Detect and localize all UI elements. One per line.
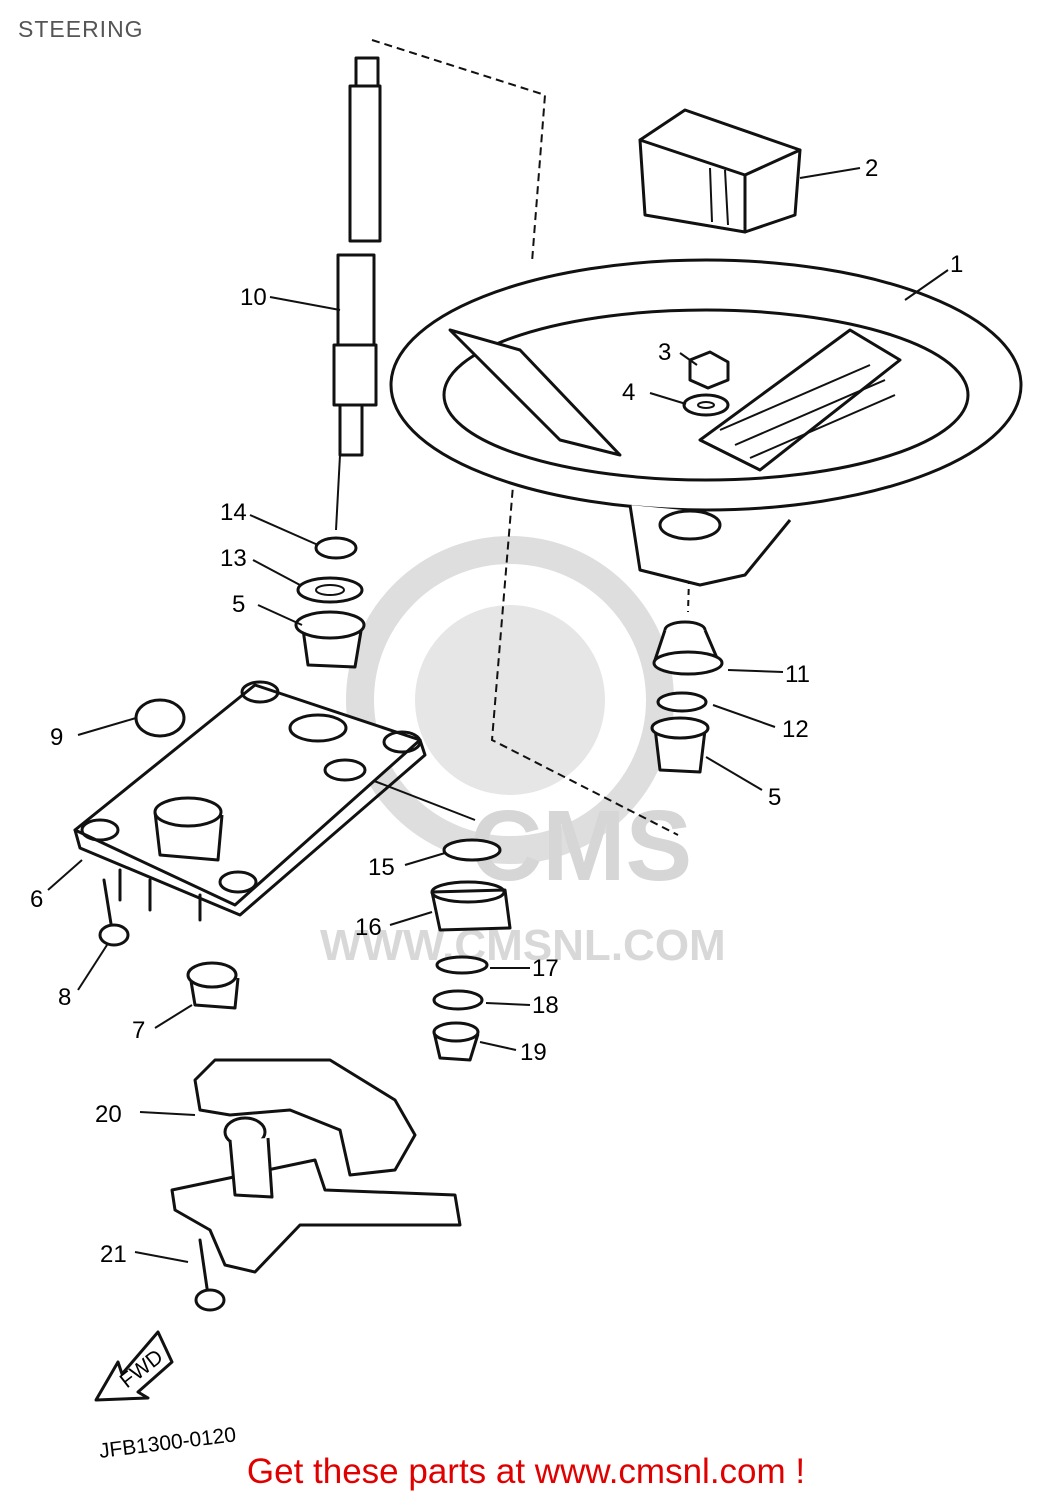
callout-11: 11 — [785, 661, 810, 688]
callout-18: 18 — [532, 992, 559, 1019]
callout-8: 8 — [58, 984, 71, 1011]
callout-15: 15 — [368, 854, 395, 881]
gear-stack-parts — [430, 838, 512, 1062]
alignment-line-shaft — [335, 454, 341, 531]
callout-numbers: 1 2 3 4 5 5 6 7 8 9 10 11 12 13 14 15 16… — [30, 155, 963, 1268]
bolt-part-8 — [98, 878, 130, 947]
page-title: STEERING — [18, 16, 144, 42]
mounting-plate-part — [73, 680, 427, 922]
callout-4: 4 — [622, 379, 635, 406]
watermark-url: WWW.CMSNL.COM — [320, 921, 726, 970]
callout-5-left: 5 — [232, 591, 245, 618]
sector-gear-part — [170, 1058, 462, 1274]
alignment-line-bottom — [490, 424, 679, 836]
watermark: CMS WWW.CMSNL.COM — [320, 536, 726, 970]
leader-lines — [47, 167, 949, 1263]
callout-3: 3 — [658, 339, 671, 366]
callout-20: 20 — [95, 1101, 122, 1128]
watermark-logo: CMS — [470, 790, 692, 902]
callout-2: 2 — [865, 155, 878, 182]
bolt-part-21 — [194, 1238, 226, 1312]
callout-7: 7 — [132, 1017, 145, 1044]
callout-19: 19 — [520, 1039, 547, 1066]
nut-washer-parts — [682, 350, 730, 417]
callout-21: 21 — [100, 1241, 127, 1268]
fwd-arrow-icon: FWD — [94, 1330, 174, 1402]
parts-cta-link[interactable]: Get these parts at www.cmsnl.com ! — [246, 1452, 806, 1491]
callout-10: 10 — [240, 284, 267, 311]
callout-16: 16 — [355, 914, 382, 941]
bushing-part-7 — [186, 961, 240, 1010]
steering-wheel-part — [389, 258, 1023, 587]
steering-shaft-part — [332, 56, 382, 457]
callout-5-right: 5 — [768, 784, 781, 811]
callout-1: 1 — [950, 251, 963, 278]
cap-part — [134, 698, 186, 738]
callout-6: 6 — [30, 886, 43, 913]
callout-12: 12 — [782, 716, 809, 743]
callout-14: 14 — [220, 499, 247, 526]
alignment-line-top — [371, 39, 547, 263]
callout-13: 13 — [220, 545, 247, 572]
callout-9: 9 — [50, 724, 63, 751]
callout-17: 17 — [532, 955, 559, 982]
bushing-stack-right — [650, 620, 724, 774]
bushing-stack-left — [294, 536, 366, 669]
cover-part — [638, 108, 802, 234]
